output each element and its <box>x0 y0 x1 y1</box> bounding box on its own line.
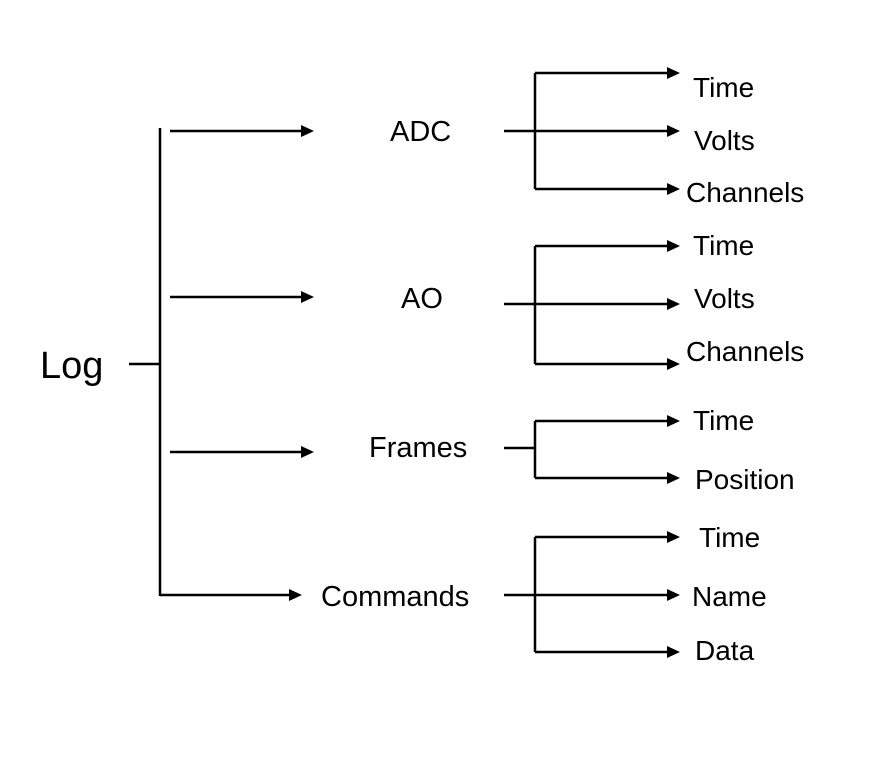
node-commands-label: Commands <box>321 581 470 613</box>
commands-arrow-0-arrowhead <box>667 531 680 543</box>
arrow-to-adc-arrowhead <box>301 125 314 137</box>
ao-leaf-volts: Volts <box>694 283 755 314</box>
adc-leaf-volts: Volts <box>694 125 755 156</box>
adc-arrow-2-arrowhead <box>667 183 680 195</box>
adc-arrow-1-arrowhead <box>667 125 680 137</box>
frames-arrow-1-arrowhead <box>667 472 680 484</box>
frames-leaf-position: Position <box>695 464 795 495</box>
adc-arrow-0-arrowhead <box>667 67 680 79</box>
ao-leaf-channels: Channels <box>686 336 805 367</box>
arrow-to-ao-arrowhead <box>301 291 314 303</box>
commands-arrow-1-arrowhead <box>667 589 680 601</box>
arrow-to-commands-arrowhead <box>289 589 302 601</box>
commands-leaf-name: Name <box>692 581 767 612</box>
ao-arrow-1-arrowhead <box>667 298 680 310</box>
ao-arrow-0-arrowhead <box>667 240 680 252</box>
ao-leaf-time: Time <box>693 230 755 261</box>
node-frames-label: Frames <box>369 432 468 464</box>
adc-leaf-channels: Channels <box>686 177 805 208</box>
root-label: Log <box>40 345 104 387</box>
adc-leaf-time: Time <box>693 72 755 103</box>
commands-arrow-2-arrowhead <box>667 646 680 658</box>
commands-leaf-data: Data <box>695 635 755 666</box>
frames-arrow-0-arrowhead <box>667 415 680 427</box>
node-ao-label: AO <box>401 283 443 315</box>
frames-leaf-time: Time <box>693 405 755 436</box>
node-adc-label: ADC <box>390 116 452 148</box>
ao-arrow-2-arrowhead <box>667 358 680 370</box>
commands-leaf-time: Time <box>699 522 761 553</box>
arrow-to-frames-arrowhead <box>301 446 314 458</box>
